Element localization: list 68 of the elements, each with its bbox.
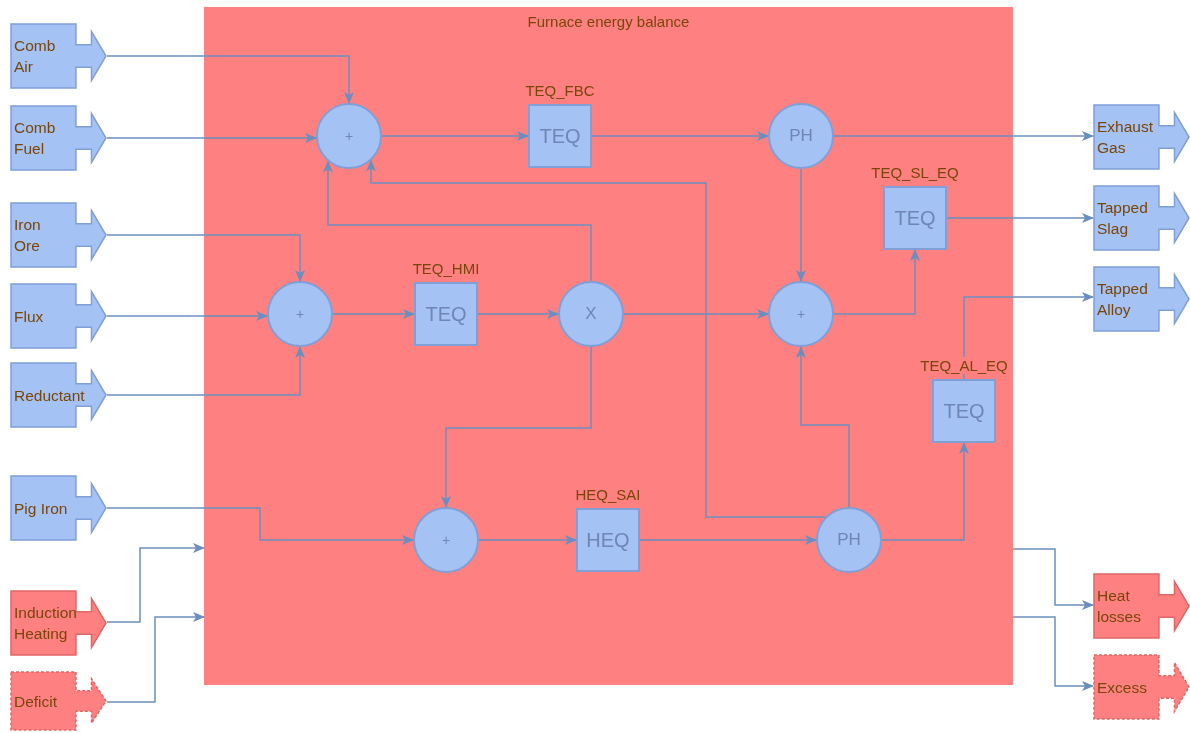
arrow (833, 131, 1094, 141)
arrow (623, 309, 769, 319)
process-box: TEQ (528, 104, 592, 168)
arrow (106, 612, 205, 703)
arrow (106, 543, 205, 623)
flow-arrow-block (10, 283, 107, 349)
flow-label: Comb Fuel (14, 118, 57, 159)
arrow (796, 168, 806, 282)
arrow (366, 159, 827, 518)
flow-arrow-block (1093, 104, 1190, 170)
arrow (1012, 616, 1094, 691)
arrow (881, 442, 969, 541)
flow-arrow-block (10, 590, 107, 656)
flow-arrow-block (10, 475, 107, 541)
arrow (381, 131, 529, 141)
junction-circle: + (316, 103, 382, 169)
flow-label: Comb Air (14, 36, 57, 77)
arrow (833, 249, 920, 315)
flow-label: Pig Iron (14, 498, 68, 519)
arrow (106, 311, 269, 321)
flow-label: Iron Ore (14, 215, 42, 256)
flow-label: Excess (1097, 677, 1147, 698)
panel-title: Furnace energy balance (526, 13, 691, 30)
process-box: TEQ (414, 282, 478, 346)
flow-label: Tapped Alloy (1097, 279, 1149, 320)
flow-arrow-block (10, 671, 107, 731)
junction-circle: + (267, 281, 333, 347)
flow-arrow-block (10, 202, 107, 268)
flow-label: Deficit (14, 691, 58, 712)
junction-circle: PH (768, 103, 834, 169)
flow-arrow-block (1093, 573, 1190, 639)
arrow (478, 535, 577, 545)
arrow (332, 309, 415, 319)
junction-circle: + (413, 507, 479, 573)
arrow (441, 346, 592, 508)
flow-label: Tapped Slag (1097, 198, 1149, 239)
furnace-panel (204, 7, 1013, 685)
junction-circle: + (768, 281, 834, 347)
arrow (591, 131, 769, 141)
arrow (1012, 548, 1094, 610)
arrow (323, 160, 592, 282)
flow-label: Exhaust Gas (1097, 117, 1153, 158)
flow-label: Heat losses (1097, 586, 1142, 627)
arrow (946, 213, 1094, 223)
arrow (477, 309, 559, 319)
arrow (796, 346, 850, 508)
process-box: TEQ (932, 379, 996, 443)
junction-circle: X (558, 281, 624, 347)
arrow (639, 535, 817, 545)
arrow (963, 292, 1094, 380)
flow-arrow-block (10, 362, 107, 428)
flow-arrow-block (1093, 654, 1190, 720)
flow-arrow-block (1093, 266, 1190, 332)
junction-circle: PH (816, 507, 882, 573)
process-box: TEQ (883, 186, 947, 250)
flow-label: Induction Heating (14, 603, 77, 644)
arrow (106, 507, 414, 545)
flow-arrow-block (10, 23, 107, 89)
arrow (106, 55, 354, 104)
flow-arrow-block (10, 105, 107, 171)
flow-label: Flux (14, 306, 44, 327)
flow-label: Reductant (14, 385, 85, 406)
block-label: TEQ_AL_EQ (918, 357, 1010, 374)
flow-arrow-block (1093, 185, 1190, 251)
process-box: HEQ (576, 508, 640, 572)
arrow (106, 346, 305, 396)
arrow (106, 133, 318, 143)
arrow (106, 234, 305, 282)
